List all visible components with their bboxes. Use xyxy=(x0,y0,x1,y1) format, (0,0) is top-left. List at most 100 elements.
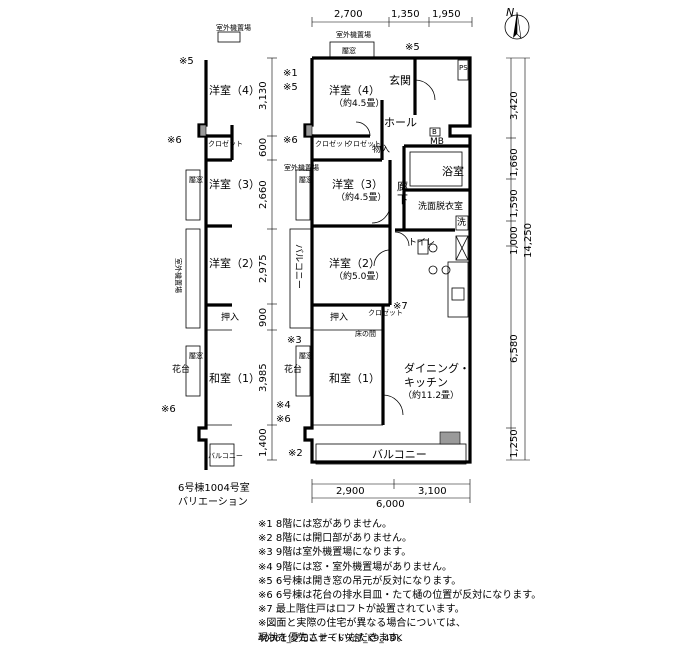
var-mark-5: ※5 xyxy=(179,56,194,67)
note-item: ※2 8階には開口部がありません。 xyxy=(258,533,412,545)
closet-label-2: クロゼット xyxy=(346,139,381,148)
dim-right-total: 14,250 xyxy=(523,223,534,258)
entrance-label: 玄関 xyxy=(389,73,411,87)
note-item: ※3 9階は室外機置場になります。 xyxy=(258,547,412,559)
mark-7: ※7 xyxy=(393,301,408,312)
var-western4-label: 洋室（4） xyxy=(209,83,260,97)
dim-left-7: 1,400 xyxy=(258,428,269,457)
top-dimension-line: 2,700 1,350 1,950 xyxy=(311,9,473,27)
var-balcony-label: バルコニー xyxy=(208,452,243,460)
mark-3: ※3 xyxy=(287,335,302,346)
outdoor-unit-label-top: 室外機置場 xyxy=(336,30,371,39)
dim-right-2: 1,660 xyxy=(509,148,520,177)
hall-label: ホール xyxy=(384,116,417,129)
note-item: ※1 8階には窓がありません。 xyxy=(258,519,392,530)
var-mark-6a: ※6 xyxy=(167,135,182,146)
mark-2: ※2 xyxy=(288,448,303,459)
mark-6-bottom: ※6 xyxy=(276,414,291,425)
toilet-label: トイレ xyxy=(408,238,435,248)
b-label: B xyxy=(432,128,437,136)
mark-1: ※1 xyxy=(283,68,298,79)
variation-title-line1: 6号棟1004号室 xyxy=(178,483,250,494)
balcony-left-label: バルコニー xyxy=(293,244,304,289)
ps-label: PS xyxy=(459,64,468,72)
dim-right-4: 1,000 xyxy=(509,226,520,255)
left-dimension-line: 3,130 600 2,660 2,975 900 3,985 1,400 xyxy=(258,57,277,461)
room-western2-size: （約5.0畳） xyxy=(334,270,384,282)
var-japanese1-label: 和室（1） xyxy=(209,371,260,385)
dim-top-3: 1,950 xyxy=(432,9,461,20)
outdoor-unit-label-left: 室外機置場 xyxy=(284,163,319,172)
washroom-label: 洗面脱衣室 xyxy=(418,200,463,212)
var-mark-6b: ※6 xyxy=(161,404,176,415)
bay-window-label-left2: 靨窓 xyxy=(299,351,313,360)
dining-label-2: キッチン xyxy=(404,376,448,389)
note-item: ※5 6号棟は開き窓の吊元が反対になります。 xyxy=(258,575,462,587)
mark-4: ※4 xyxy=(276,400,291,411)
mark-5-top: ※5 xyxy=(405,42,420,53)
right-dimension-line: 3,420 1,660 1,590 1,000 14,250 6,580 1,2… xyxy=(506,57,534,461)
dim-left-2: 600 xyxy=(258,138,269,157)
balcony-bottom-label: バルコニー xyxy=(372,448,427,461)
notes-list: ※1 8階には窓がありません。 ※2 8階には開口部がありません。 ※3 9階は… xyxy=(258,518,688,646)
closet-label-3: クロゼット xyxy=(368,308,403,317)
bottom-dimension-line: 2,900 3,100 6,000 xyxy=(311,479,471,510)
dim-left-6: 3,985 xyxy=(258,363,269,392)
dining-label-1: ダイニング・ xyxy=(404,361,470,375)
var-flower-stand-label: 花台 xyxy=(172,363,190,375)
var-western3-label: 洋室（3） xyxy=(209,177,260,191)
dim-left-1: 3,130 xyxy=(258,81,269,110)
dim-bottom-1: 2,900 xyxy=(336,486,365,497)
var-bay-label-2: 靨窓 xyxy=(189,351,203,360)
var-outdoor-unit-top: 室外機置場 xyxy=(216,23,251,32)
dim-top-2: 1,350 xyxy=(391,9,420,20)
closet-label-1: クロゼット xyxy=(315,139,350,148)
bath-label: 浴室 xyxy=(442,164,464,178)
room-western4-size: （約4.5畳） xyxy=(334,97,384,109)
dim-right-6: 1,250 xyxy=(509,429,520,458)
dim-right-5: 6,580 xyxy=(509,334,520,363)
file-caption: 40361_プロムナード矢部_K9_4DK xyxy=(258,634,403,644)
room-western4-label: 洋室（4） xyxy=(329,83,380,97)
note-item: ※7 最上階住戸はロフトが設置されています。 xyxy=(258,604,465,616)
room-western3-size: （約4.5畳） xyxy=(336,191,386,203)
mb-label: MB xyxy=(430,137,444,147)
oshiire-label: 押入 xyxy=(330,311,348,323)
note-item: ※図面と実際の住宅が異なる場合については、 xyxy=(258,618,466,630)
north-compass-icon: N xyxy=(504,6,530,40)
bay-window-label-top: 靨窓 xyxy=(342,46,356,55)
dim-left-4: 2,975 xyxy=(258,254,269,283)
flower-stand-label: 花台 xyxy=(284,363,302,375)
wash-label: 洗 xyxy=(457,216,466,228)
compass-label: N xyxy=(506,6,514,19)
variation-floor-plan: 室外機置場 xyxy=(185,23,251,470)
var-western2-label: 洋室（2） xyxy=(209,256,260,270)
note-item: 現状を優先させていただきます。 xyxy=(258,632,407,644)
main-floor-plan: 室外機置場 靨窓 xyxy=(289,30,472,465)
corridor-label-1: 廊 xyxy=(397,179,408,193)
dim-left-5: 900 xyxy=(258,308,269,327)
mark-5: ※5 xyxy=(283,82,298,93)
var-outdoor-unit-left: 室外機置場 xyxy=(174,258,183,293)
dining-size: （約11.2畳） xyxy=(403,389,459,401)
bay-window-label-left: 靨窓 xyxy=(299,175,313,184)
var-bay-label-1: 靨窓 xyxy=(189,175,203,184)
dim-right-1: 3,420 xyxy=(509,91,520,120)
dim-bottom-2: 3,100 xyxy=(418,486,447,497)
room-japanese1-label: 和室（1） xyxy=(329,371,380,385)
dim-right-3: 1,590 xyxy=(509,189,520,218)
dim-left-3: 2,660 xyxy=(258,180,269,209)
corridor-label-2: 下 xyxy=(397,193,408,206)
note-item: ※6 6号棟は花台の排水目皿・たて樋の位置が反対になります。 xyxy=(258,590,542,602)
note-item: ※4 9階には窓・室外機置場がありません。 xyxy=(258,561,452,573)
storage-label: 物入 xyxy=(372,143,390,155)
variation-title: 6号棟1004号室 バリエーション xyxy=(178,482,250,510)
variation-title-line2: バリエーション xyxy=(178,497,248,508)
room-western2-label: 洋室（2） xyxy=(329,256,380,270)
room-western3-label: 洋室（3） xyxy=(332,177,383,191)
var-oshiire-label: 押入 xyxy=(221,311,239,323)
mark-6: ※6 xyxy=(283,135,298,146)
tokonoma-label: 床の間 xyxy=(355,329,376,338)
dim-bottom-total: 6,000 xyxy=(376,499,405,510)
